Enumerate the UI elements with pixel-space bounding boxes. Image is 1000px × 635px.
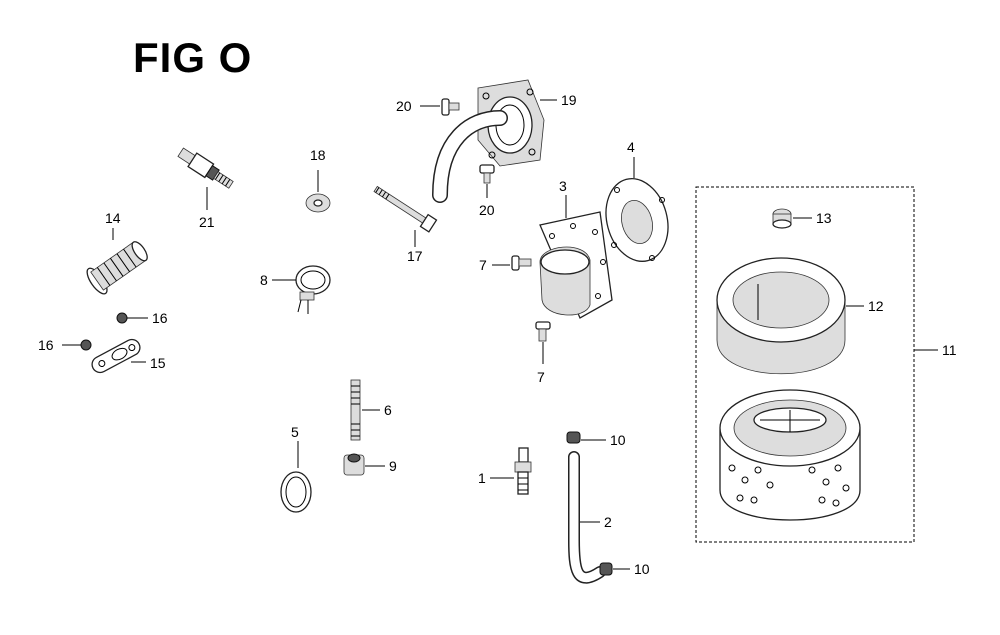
clamp-part-8 bbox=[295, 265, 331, 314]
foam-element-part-12 bbox=[716, 257, 846, 374]
callout-20-a: 20 bbox=[396, 98, 412, 114]
hose-part-2 bbox=[568, 451, 606, 584]
callout-16-b: 16 bbox=[38, 337, 54, 353]
stud-part-6 bbox=[350, 379, 361, 441]
flange-part-4 bbox=[605, 178, 669, 262]
callout-11: 11 bbox=[942, 342, 957, 358]
assembly-box-part-11 bbox=[695, 186, 915, 543]
nut-part-16-a bbox=[116, 312, 128, 324]
callout-15: 15 bbox=[150, 355, 166, 371]
callout-6: 6 bbox=[384, 402, 392, 418]
elbow-tube-part-19 bbox=[432, 79, 545, 203]
callout-21: 21 bbox=[199, 214, 215, 230]
callout-9: 9 bbox=[389, 458, 397, 474]
nut-part-16-b bbox=[80, 339, 92, 351]
bolt-part-20-a bbox=[441, 98, 460, 116]
strainer-part-14 bbox=[86, 241, 148, 295]
clip-part-10-a bbox=[566, 431, 581, 444]
callout-5: 5 bbox=[291, 424, 299, 440]
grommet-part-13 bbox=[772, 208, 792, 229]
callout-18: 18 bbox=[310, 147, 326, 163]
screw-part-7-b bbox=[535, 321, 551, 342]
callout-12: 12 bbox=[868, 298, 884, 314]
callout-7-a: 7 bbox=[479, 257, 487, 273]
callout-10-a: 10 bbox=[610, 432, 626, 448]
nut-part-9 bbox=[343, 453, 365, 476]
callout-1: 1 bbox=[478, 470, 486, 486]
callout-10-b: 10 bbox=[634, 561, 650, 577]
fitting-part-1 bbox=[514, 447, 532, 495]
callout-7-b: 7 bbox=[537, 369, 545, 385]
callout-14: 14 bbox=[105, 210, 121, 226]
callout-2: 2 bbox=[604, 514, 612, 530]
bolt-part-17 bbox=[373, 185, 438, 233]
clip-part-10-b bbox=[599, 562, 613, 576]
callout-20-b: 20 bbox=[479, 202, 495, 218]
callout-16-a: 16 bbox=[152, 310, 168, 326]
washer-part-18 bbox=[305, 193, 331, 213]
paper-element bbox=[719, 389, 861, 521]
gasket-plate-part-15 bbox=[91, 338, 141, 374]
callout-19: 19 bbox=[561, 92, 577, 108]
bolt-part-20-b bbox=[479, 164, 495, 184]
callout-8: 8 bbox=[260, 272, 268, 288]
callout-3: 3 bbox=[559, 178, 567, 194]
spark-plug-part-21 bbox=[177, 147, 234, 189]
filter-body-part-3 bbox=[539, 211, 613, 319]
gasket-ring-part-5 bbox=[280, 471, 312, 513]
screw-part-7-a bbox=[511, 255, 532, 271]
callout-4: 4 bbox=[627, 139, 635, 155]
figure-title: FIG O bbox=[133, 34, 253, 81]
callout-17: 17 bbox=[407, 248, 423, 264]
callout-13: 13 bbox=[816, 210, 832, 226]
